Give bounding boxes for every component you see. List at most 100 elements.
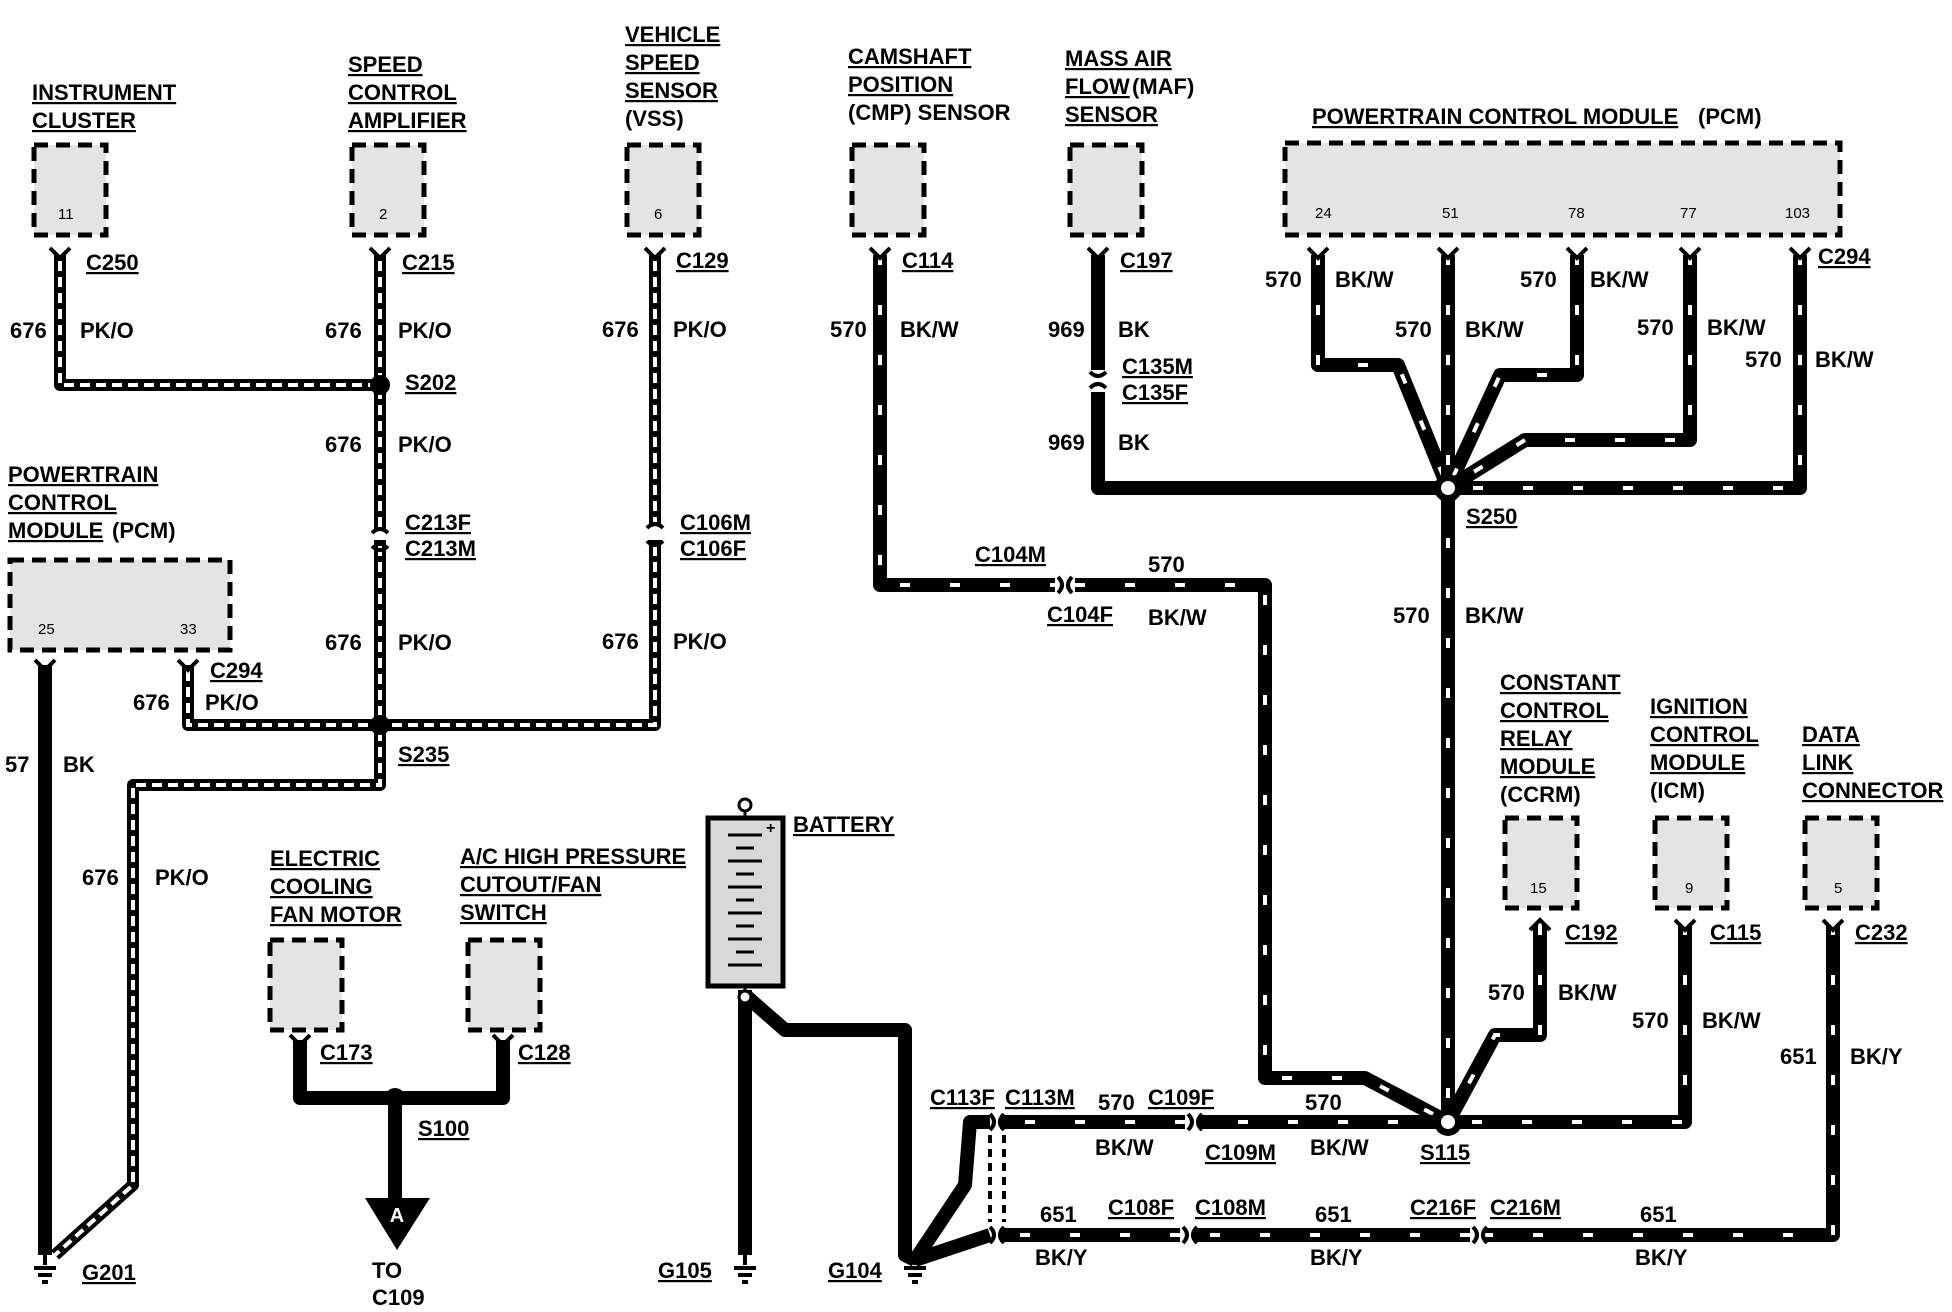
wire-cmp [873,255,1055,592]
pcm-left-title-2: CONTROL [8,490,117,515]
wire-label-651-dlc: 651 [1780,1044,1817,1069]
ccrm-title-3: RELAY [1500,726,1573,751]
pcm-left-title-1: POWERTRAIN [8,462,158,487]
c115-label: C115 [1710,920,1761,945]
wire-color-pko-ic: PK/O [80,318,134,343]
wire-color-bkw-s115: BK/W [1310,1135,1369,1160]
wire-color-bkw-c113: BK/W [1095,1135,1154,1160]
c129-label: C129 [676,248,729,273]
offpage-target-label: C109 [372,1285,425,1310]
wire-color-pko-c106: PK/O [673,629,727,654]
dlc-box [1802,815,1880,911]
component-titles: INSTRUMENT CLUSTER SPEED CONTROL AMPLIFI… [8,22,1943,927]
ac-title-1: A/C HIGH PRESSURE [460,844,686,869]
wire-label-570-pcm24: 570 [1265,267,1302,292]
wire-color-pko-s202: PK/O [398,432,452,457]
vss-title-3: SENSOR [625,78,718,103]
g104-label: G104 [828,1258,883,1283]
vss-title-2: SPEED [625,50,700,75]
icm-abbr: (ICM) [1650,778,1705,803]
wire-color-pko-vss: PK/O [673,317,727,342]
wire-color-bkw-pcm77: BK/W [1707,315,1766,340]
pcm-pin-25: 25 [38,621,55,638]
instrument-cluster-title-2: CLUSTER [32,108,136,133]
wire-color-bkw-cmp: BK/W [900,317,959,342]
s115-label: S115 [1420,1140,1470,1165]
c213f-label: C213F [405,510,471,535]
maf-title-2a: FLOW [1065,74,1130,99]
ac-title-2: CUTOUT/FAN [460,872,601,897]
c128-label: C128 [518,1040,571,1065]
pcm-pin-24: 24 [1315,205,1332,222]
c113-symbol [988,1112,1006,1132]
g201-ground-icon [34,1255,56,1284]
vss-abbr: (VSS) [625,106,684,131]
c113f-label: C113F [930,1085,995,1110]
offpage-letter: A [390,1205,404,1227]
pko-wires [50,255,661,1260]
pin-markers [33,246,1845,1048]
c294-top-label: C294 [1818,244,1871,269]
splice-dots [370,375,1462,1136]
speed-control-title-3: AMPLIFIER [348,108,467,133]
c135f-label: C135F [1122,380,1188,405]
connector-symbols [370,370,1489,1245]
s250-center [1441,481,1455,495]
wire-color-bk-57: BK [63,752,95,777]
c213-symbol [370,527,390,552]
wire-label-969-upper: 969 [1048,317,1085,342]
s202-dot [370,375,390,395]
wire-label-676-vss: 676 [602,317,639,342]
wire-label-570-pcm78: 570 [1520,267,1557,292]
c109-symbol [1186,1112,1204,1132]
icm-title-2: CONTROL [1650,722,1759,747]
speed-control-pin: 2 [379,206,387,223]
offpage-to-label: TO [372,1258,402,1283]
c135m-label: C135M [1122,354,1193,379]
c232-label: C232 [1855,920,1908,945]
c215-label: C215 [402,250,455,275]
wire-color-bkw-ccrm: BK/W [1558,980,1617,1005]
dlc-pin: 5 [1834,880,1842,897]
wire-color-bkw-pcm51: BK/W [1465,317,1524,342]
pcm-pin-78: 78 [1568,205,1585,222]
wire-label-570-c104: 570 [1148,552,1185,577]
c173-label: C173 [320,1040,373,1065]
wire-color-bky-c113: BK/Y [1035,1245,1088,1270]
ccrm-title-4: MODULE [1500,754,1595,779]
wire-color-bk-969-lower: BK [1118,430,1150,455]
wire-color-bkw-c104: BK/W [1148,605,1207,630]
pcm-pin-33: 33 [180,621,197,638]
icm-pin: 9 [1685,880,1693,897]
wire-label-651-c108: 651 [1315,1202,1352,1227]
dlc-title-1: DATA [1802,722,1860,747]
pcm-top-title: POWERTRAIN CONTROL MODULE [1312,104,1678,129]
s250-label: S250 [1466,504,1517,529]
c106f-label: C106F [680,536,746,561]
wire-label-651-c216: 651 [1640,1202,1677,1227]
c250-label: C250 [86,250,139,275]
wire-label-570-c113: 570 [1098,1090,1135,1115]
c113m-label: C113M [1005,1085,1075,1110]
pcm-top-box [1282,140,1843,238]
ccrm-title-1: CONSTANT [1500,670,1621,695]
c109m-label: C109M [1205,1140,1276,1165]
module-connector-labels: C250 C215 C129 C114 C197 C294 C294 C173 … [86,244,1908,1065]
ccrm-title-2: CONTROL [1500,698,1609,723]
wire-label-676-g201: 676 [82,865,119,890]
maf-title-1: MASS AIR [1065,46,1172,71]
speed-control-title-2: CONTROL [348,80,457,105]
c192-label: C192 [1565,920,1618,945]
wire-g104-to-c108 [912,1228,993,1267]
wire-label-570-s250: 570 [1393,603,1430,628]
instrument-cluster-pin: 11 [58,206,74,223]
wire-label-676-pcm33: 676 [133,690,170,715]
wire-color-pko-pcm33: PK/O [205,690,259,715]
pcm-pin-51: 51 [1442,205,1459,222]
splice-labels: S202 S235 S250 S115 S100 [398,370,1517,1165]
ccrm-pin: 15 [1530,880,1547,897]
wire-label-570-pcm77: 570 [1637,315,1674,340]
wire-color-bkw-pcm103: BK/W [1815,347,1874,372]
c213m-label: C213M [405,536,476,561]
